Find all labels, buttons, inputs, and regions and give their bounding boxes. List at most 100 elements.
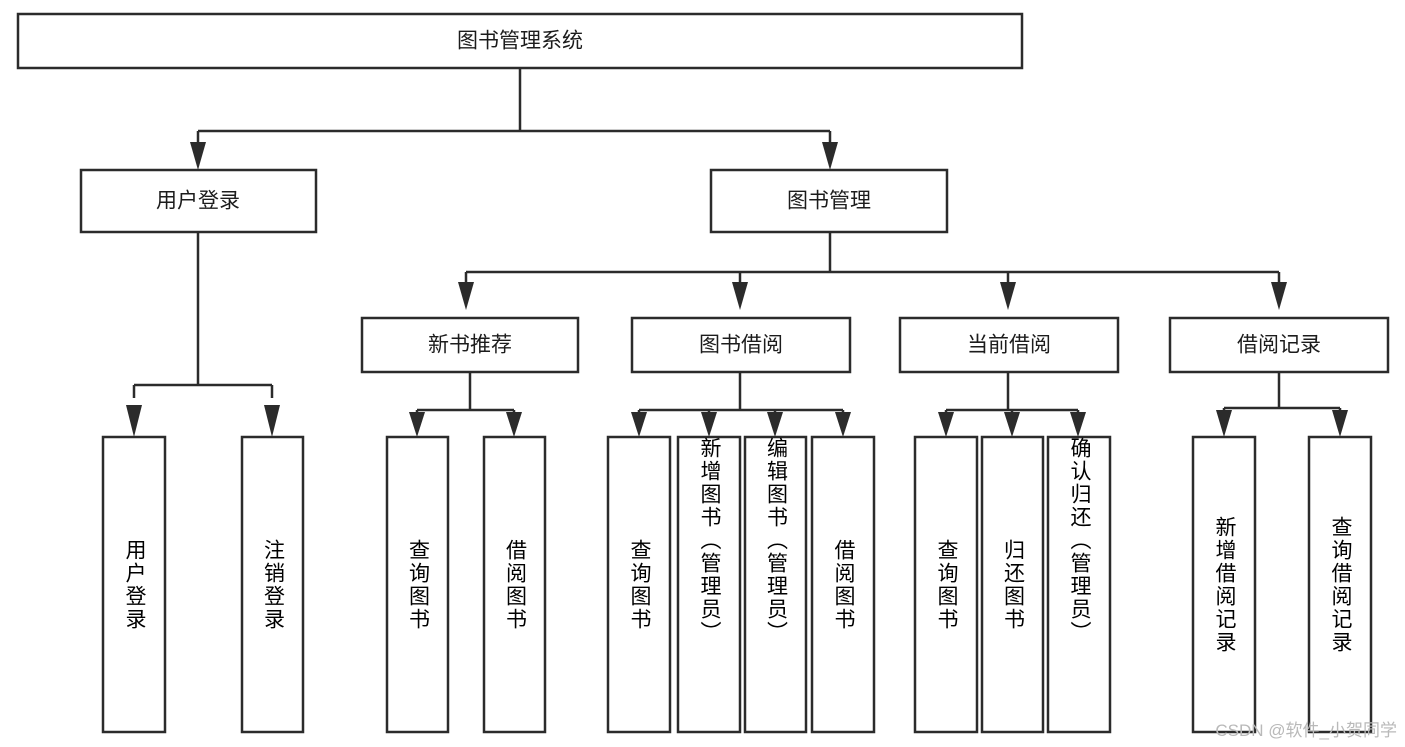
leaf-confirm-return[interactable]: 确认归还（管理员） xyxy=(1046,435,1112,734)
node-book-borrow-box[interactable] xyxy=(630,316,852,374)
leaf-logout-label: 注销登录 xyxy=(261,538,285,631)
leaf-add-borrow-record[interactable]: 新增借阅记录 xyxy=(1191,435,1257,734)
leaf-borrow-book-recommend-label: 借阅图书 xyxy=(503,538,527,631)
arrow-head-leaf-query-record xyxy=(1332,410,1348,437)
node-borrow-record[interactable]: 借阅记录 xyxy=(1168,316,1390,374)
leaf-confirm-return-box[interactable] xyxy=(1046,435,1112,734)
arrow-head-leaf-borrow-book-1 xyxy=(506,412,522,437)
leaf-query-book-current-label: 查询图书 xyxy=(935,538,958,631)
leaf-edit-book-box[interactable] xyxy=(743,435,808,734)
leaf-query-book-recommend[interactable]: 查询图书 xyxy=(385,435,450,734)
arrow-head-user-login xyxy=(190,142,206,170)
node-new-book-recommend[interactable]: 新书推荐 xyxy=(360,316,580,374)
node-user-login-label: 用户登录 xyxy=(156,190,240,213)
node-user-login-box[interactable] xyxy=(79,168,318,234)
node-borrow-record-box[interactable] xyxy=(1168,316,1390,374)
leaf-logout[interactable]: 注销登录 xyxy=(240,435,305,734)
connector-group-root xyxy=(190,68,838,170)
leaf-user-login-box[interactable] xyxy=(101,435,167,734)
arrow-head-leaf-return-book xyxy=(1004,412,1020,437)
leaf-add-book[interactable]: 新增图书（管理员） xyxy=(676,435,742,734)
node-root-system-box[interactable] xyxy=(16,12,1024,70)
leaf-user-login-label-wrap: 用户登录 xyxy=(123,538,146,631)
leaf-edit-book[interactable]: 编辑图书（管理员） xyxy=(743,435,808,734)
leaf-borrow-book-recommend-label-wrap: 借阅图书 xyxy=(503,538,527,631)
leaf-add-borrow-record-label: 新增借阅记录 xyxy=(1213,515,1236,654)
arrow-head-current-borrow xyxy=(1000,282,1016,310)
leaf-return-book-label-wrap: 归还图书 xyxy=(1001,538,1025,631)
leaf-add-borrow-record-label-wrap: 新增借阅记录 xyxy=(1213,515,1236,654)
arrow-head-borrow-record xyxy=(1271,282,1287,310)
leaf-query-book-borrow-box[interactable] xyxy=(606,435,672,734)
arrow-head-leaf-query-book-2 xyxy=(631,412,647,437)
connector-group-user-login xyxy=(126,232,280,437)
connector-group-book-management xyxy=(458,232,1287,310)
node-book-management-label: 图书管理 xyxy=(787,190,871,213)
node-user-login[interactable]: 用户登录 xyxy=(79,168,318,234)
leaf-query-book-borrow[interactable]: 查询图书 xyxy=(606,435,672,734)
leaf-borrow-book-box[interactable] xyxy=(810,435,876,734)
arrow-head-book-borrow xyxy=(732,282,748,310)
connector-group-book-borrow xyxy=(631,372,851,437)
leaf-return-book[interactable]: 归还图书 xyxy=(980,435,1045,734)
node-borrow-record-label: 借阅记录 xyxy=(1237,334,1321,357)
leaf-query-book-recommend-box[interactable] xyxy=(385,435,450,734)
leaf-query-borrow-record-box[interactable] xyxy=(1307,435,1373,734)
node-root-system[interactable]: 图书管理系统 xyxy=(16,12,1024,70)
leaf-confirm-return-label-wrap: 确认归还（管理员） xyxy=(1068,437,1091,644)
node-new-book-recommend-box[interactable] xyxy=(360,316,580,374)
csdn-watermark: CSDN @软件_小贺同学 xyxy=(1215,721,1397,740)
node-current-borrow-label: 当前借阅 xyxy=(967,334,1051,357)
leaf-query-book-current[interactable]: 查询图书 xyxy=(913,435,979,734)
arrow-head-new-book-recommend xyxy=(458,282,474,310)
leaf-edit-book-label: 编辑图书（管理员） xyxy=(764,437,788,644)
leaf-add-borrow-record-box[interactable] xyxy=(1191,435,1257,734)
leaf-query-book-borrow-label-wrap: 查询图书 xyxy=(628,538,651,631)
leaf-user-login-label: 用户登录 xyxy=(123,538,146,631)
connector-group-current-borrow xyxy=(938,372,1086,437)
leaf-add-book-label-wrap: 新增图书（管理员） xyxy=(698,437,721,644)
arrow-head-leaf-logout xyxy=(264,405,280,437)
leaf-query-book-current-label-wrap: 查询图书 xyxy=(935,538,958,631)
leaf-logout-label-wrap: 注销登录 xyxy=(261,538,285,631)
connector-group-borrow-record xyxy=(1216,372,1348,437)
node-book-borrow[interactable]: 图书借阅 xyxy=(630,316,852,374)
leaf-add-book-box[interactable] xyxy=(676,435,742,734)
leaf-borrow-book-label-wrap: 借阅图书 xyxy=(832,538,855,631)
leaf-query-book-recommend-label-wrap: 查询图书 xyxy=(406,538,430,631)
connector-group-new-book-recommend xyxy=(409,372,522,437)
leaf-return-book-box[interactable] xyxy=(980,435,1045,734)
leaf-return-book-label: 归还图书 xyxy=(1001,538,1025,631)
leaf-query-book-recommend-label: 查询图书 xyxy=(406,538,430,631)
arrow-head-leaf-query-book-1 xyxy=(409,412,425,437)
arrow-head-leaf-confirm-return xyxy=(1070,412,1086,437)
leaf-add-book-label: 新增图书（管理员） xyxy=(698,437,721,644)
leaf-logout-box[interactable] xyxy=(240,435,305,734)
leaf-user-login[interactable]: 用户登录 xyxy=(101,435,167,734)
arrow-head-leaf-edit-book xyxy=(767,412,783,437)
leaf-confirm-return-label: 确认归还（管理员） xyxy=(1068,437,1091,644)
leaf-query-book-borrow-label: 查询图书 xyxy=(628,538,651,631)
node-book-management[interactable]: 图书管理 xyxy=(709,168,949,234)
node-root-system-label: 图书管理系统 xyxy=(457,30,583,53)
leaf-query-borrow-record[interactable]: 查询借阅记录 xyxy=(1307,435,1373,734)
node-book-management-box[interactable] xyxy=(709,168,949,234)
leaf-borrow-book-recommend[interactable]: 借阅图书 xyxy=(482,435,547,734)
leaf-query-borrow-record-label-wrap: 查询借阅记录 xyxy=(1329,515,1352,654)
leaf-borrow-book-recommend-box[interactable] xyxy=(482,435,547,734)
leaf-edit-book-label-wrap: 编辑图书（管理员） xyxy=(764,437,788,644)
leaf-query-borrow-record-label: 查询借阅记录 xyxy=(1329,515,1352,654)
leaf-borrow-book-label: 借阅图书 xyxy=(832,538,855,631)
node-current-borrow[interactable]: 当前借阅 xyxy=(898,316,1120,374)
node-current-borrow-box[interactable] xyxy=(898,316,1120,374)
arrow-head-leaf-user-login xyxy=(126,405,142,437)
arrow-head-book-mgmt xyxy=(822,142,838,170)
arrow-head-leaf-add-record xyxy=(1216,410,1232,437)
leaf-query-book-current-box[interactable] xyxy=(913,435,979,734)
node-book-borrow-label: 图书借阅 xyxy=(699,334,783,357)
arrow-head-leaf-add-book xyxy=(701,412,717,437)
leaf-borrow-book[interactable]: 借阅图书 xyxy=(810,435,876,734)
node-new-book-recommend-label: 新书推荐 xyxy=(428,334,512,357)
